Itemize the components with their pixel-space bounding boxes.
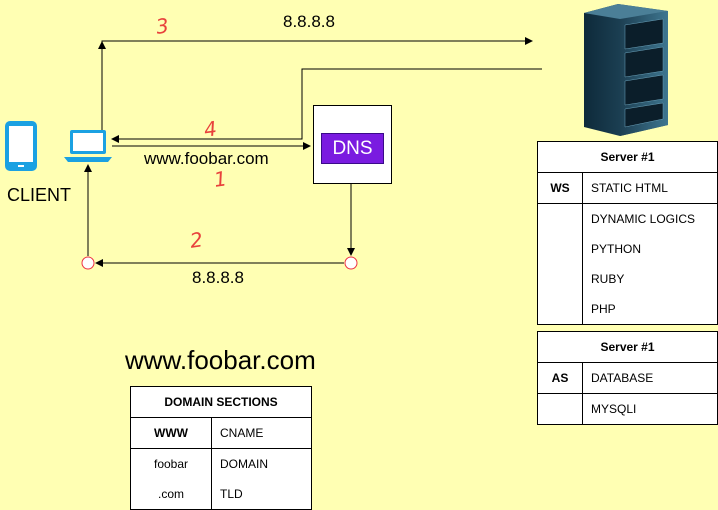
web-server-item: RUBY xyxy=(582,264,718,294)
app-server-item: DATABASE xyxy=(582,362,718,394)
web-server-item: STATIC HTML xyxy=(582,172,718,204)
web-server-role-blank xyxy=(537,203,583,325)
app-server-role-blank xyxy=(537,393,583,425)
domain-record-type: DOMAIN xyxy=(211,448,312,479)
web-server-header: Server #1 xyxy=(537,141,718,173)
ip-label-bottom: 8.8.8.8 xyxy=(192,268,244,287)
client-return-endpoint xyxy=(81,256,95,270)
phone-icon xyxy=(5,121,37,171)
web-server-item: PYTHON xyxy=(582,234,718,264)
web-server-table: Server #1 WS STATIC HTML DYNAMIC LOGICS … xyxy=(537,141,718,325)
domain-part: foobar xyxy=(130,448,212,479)
web-server-item: PHP xyxy=(582,294,718,325)
app-server-table: Server #1 AS DATABASE MYSQLI xyxy=(537,331,718,425)
domain-part: .com xyxy=(130,479,212,510)
web-server-item: DYNAMIC LOGICS xyxy=(582,203,718,234)
app-server-role: AS xyxy=(537,362,583,394)
response-arrow xyxy=(111,68,542,143)
domain-sections-table: DOMAIN SECTIONS WWW CNAME foobar DOMAIN … xyxy=(130,386,312,510)
domain-table-header: DOMAIN SECTIONS xyxy=(130,386,312,418)
domain-record-type: CNAME xyxy=(211,417,312,449)
app-server-item: MYSQLI xyxy=(582,393,718,425)
domain-part: WWW xyxy=(130,417,212,449)
server-rack-icon xyxy=(584,4,668,136)
web-server-role: WS xyxy=(537,172,583,204)
dns-return-endpoint xyxy=(344,256,358,270)
query-label: www.foobar.com xyxy=(144,149,269,168)
app-server-header: Server #1 xyxy=(537,331,718,363)
dns-label: DNS xyxy=(321,133,384,164)
client-label: CLIENT xyxy=(7,185,72,205)
domain-title: www.foobar.com xyxy=(125,345,316,375)
domain-record-type: TLD xyxy=(211,479,312,510)
ip-label-top: 8.8.8.8 xyxy=(283,12,335,31)
laptop-icon xyxy=(64,130,112,162)
